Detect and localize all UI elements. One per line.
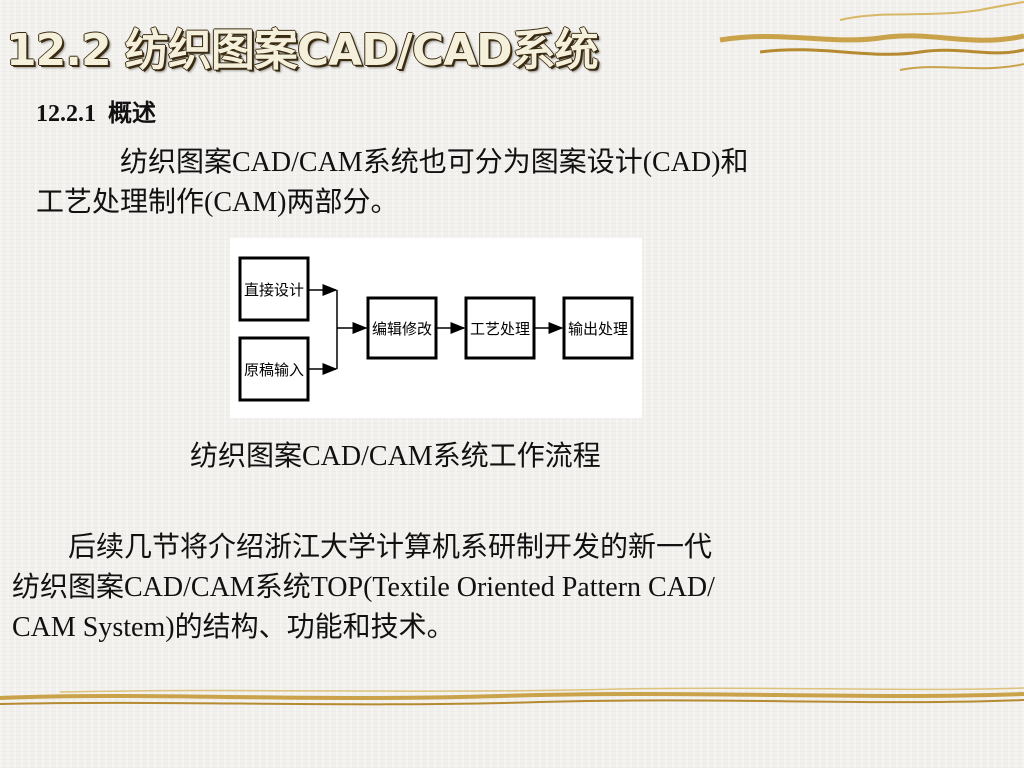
- node-edit-modify: [366, 296, 438, 360]
- followup-paragraph: 后续几节将介绍浙江大学计算机系研制开发的新一代 纺织图案CAD/CAM系统TOP…: [12, 528, 912, 648]
- workflow-diagram: 直接设计 原稿输入 编辑修改 工艺处理 输出处理: [230, 238, 642, 418]
- node-edit-modify-label: 编辑修改: [372, 320, 432, 338]
- followup-line-2: 纺织图案CAD/CAM系统TOP(Textile Oriented Patter…: [12, 572, 715, 603]
- node-manuscript-input-label: 原稿输入: [244, 361, 304, 379]
- node-direct-design-label: 直接设计: [244, 281, 304, 299]
- intro-line-1: 纺织图案CAD/CAM系统也可分为图案设计(CAD)和: [120, 147, 749, 178]
- bottom-gold-swoosh-decoration: [0, 687, 1024, 706]
- top-gold-swoosh-decoration: [719, 1, 1024, 71]
- workflow-diagram-svg: 直接设计 原稿输入 编辑修改 工艺处理 输出处理: [238, 256, 634, 402]
- section-subheading: 12.2.1 概述: [36, 101, 156, 127]
- node-direct-design: [238, 256, 310, 322]
- intro-line-2: 工艺处理制作(CAM)两部分。: [36, 187, 399, 218]
- node-output: [562, 296, 634, 360]
- node-manuscript-input: [238, 336, 310, 402]
- node-output-label: 输出处理: [568, 320, 628, 338]
- node-process-label: 工艺处理: [470, 320, 530, 338]
- diagram-caption: 纺织图案CAD/CAM系统工作流程: [190, 441, 601, 472]
- intro-paragraph: 纺织图案CAD/CAM系统也可分为图案设计(CAD)和 工艺处理制作(CAM)两…: [36, 143, 916, 223]
- followup-line-3: CAM System)的结构、功能和技术。: [12, 612, 455, 643]
- slide-title: 12.2 纺织图案CAD/CAD系统: [6, 25, 599, 76]
- followup-line-1: 后续几节将介绍浙江大学计算机系研制开发的新一代: [68, 532, 713, 563]
